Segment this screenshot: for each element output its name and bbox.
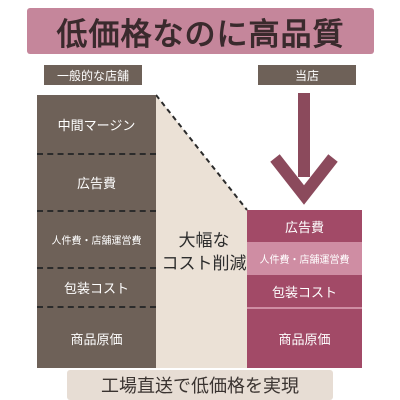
cost-reduction-line-2: コスト削減 bbox=[161, 254, 247, 274]
down-arrow-icon bbox=[270, 93, 338, 205]
cost-reduction-area bbox=[156, 95, 247, 368]
left-segment-margin: 中間マージン bbox=[37, 95, 156, 155]
left-segment-product-cost: 商品原価 bbox=[70, 332, 123, 348]
title-banner: 低価格なのに高品質 bbox=[27, 8, 374, 54]
page-title: 低価格なのに高品質 bbox=[56, 16, 345, 53]
left-segment-advertising: 広告費 bbox=[37, 155, 156, 212]
left-segment-packaging: 包装コスト bbox=[37, 269, 156, 308]
left-segment-labor: 人件費・店舗運営費 bbox=[37, 212, 156, 269]
cost-reduction-text: 大幅な コスト削減 bbox=[158, 230, 250, 276]
right-segment-product-cost: 商品原価 bbox=[247, 307, 362, 368]
reduction-dashed-line bbox=[155, 94, 248, 211]
general-store-cost-stack: 中間マージン 広告費 人件費・店舗運営費 包装コスト 商品原価 bbox=[37, 95, 156, 368]
right-segment-advertising: 広告費 bbox=[247, 210, 362, 242]
right-segment-packaging: 包装コスト bbox=[247, 275, 362, 307]
our-store-label: 当店 bbox=[258, 65, 356, 85]
footer-banner: 工場直送で低価格を実現 bbox=[67, 370, 333, 400]
right-segment-labor: 人件費・店舗運営費 bbox=[247, 242, 362, 275]
general-store-label: 一般的な店舗 bbox=[44, 65, 142, 85]
our-store-cost-stack: 広告費 人件費・店舗運営費 包装コスト 商品原価 bbox=[247, 210, 362, 368]
cost-reduction-line-1: 大幅な bbox=[178, 231, 230, 251]
